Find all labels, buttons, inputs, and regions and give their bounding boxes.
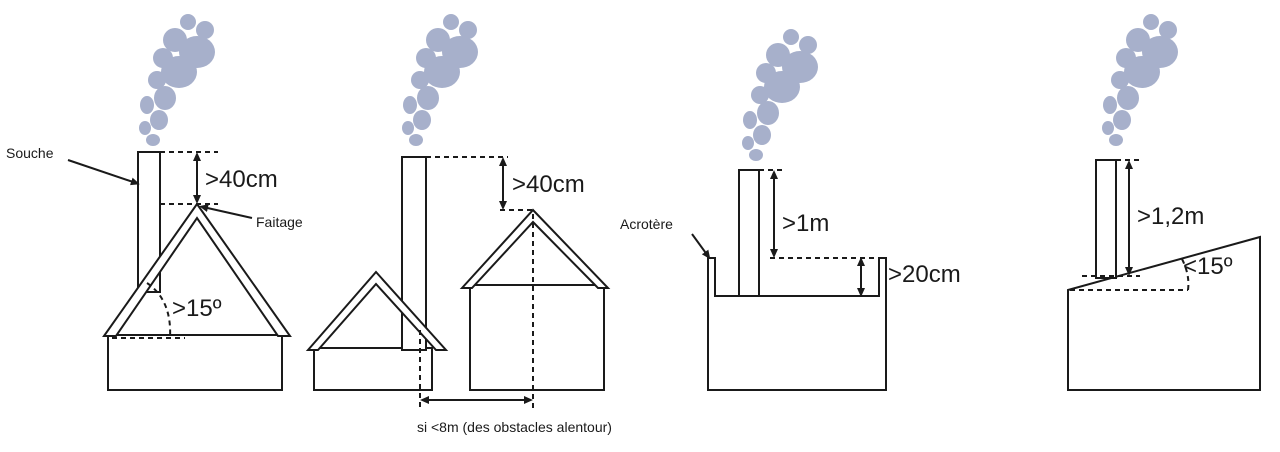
diagram-nearby-obstacle: >40cm si <8m (des obstacles alentour) [305,14,612,435]
souche-label: Souche [6,145,54,161]
faitage-label: Faitage [256,214,303,230]
chimney-4 [1095,159,1117,279]
diagram-pitched-roof: >40cm >15º Souche Faitage [6,14,303,391]
souche-pointer [67,159,140,186]
roof-2a [305,270,449,351]
house-1-walls [107,334,283,391]
roof-2b [459,208,611,289]
acrotere-pointer [691,233,711,260]
chimney-3 [738,169,760,297]
building-3 [707,257,887,391]
smoke-1 [139,14,215,146]
parapet-label-3: >20cm [888,261,961,288]
acrotere-label: Acrotère [620,216,673,232]
house-2b-walls [469,284,605,391]
chimney-1 [137,151,161,293]
angle-arc-4 [1181,258,1190,291]
angle-label-4: <15º [1183,253,1233,280]
diagram-flat-roof: >1m >20cm Acrotère [620,29,961,391]
building-4 [1067,235,1261,391]
faitage-pointer [199,204,253,219]
height-label-4: >1,2m [1137,203,1204,230]
height-label-1: >40cm [205,166,278,193]
smoke-2 [402,14,478,146]
smoke-3 [742,29,818,161]
distance-label-2: si <8m (des obstacles alentour) [417,419,612,435]
smoke-4 [1102,14,1178,146]
diagram-shallow-slope: >1,2m <15º [1067,14,1261,391]
angle-label-1: >15º [172,295,222,322]
height-label-2: >40cm [512,171,585,198]
house-2a-walls [313,347,433,391]
height-label-3: >1m [782,210,829,237]
angle-arc-1 [146,282,172,339]
